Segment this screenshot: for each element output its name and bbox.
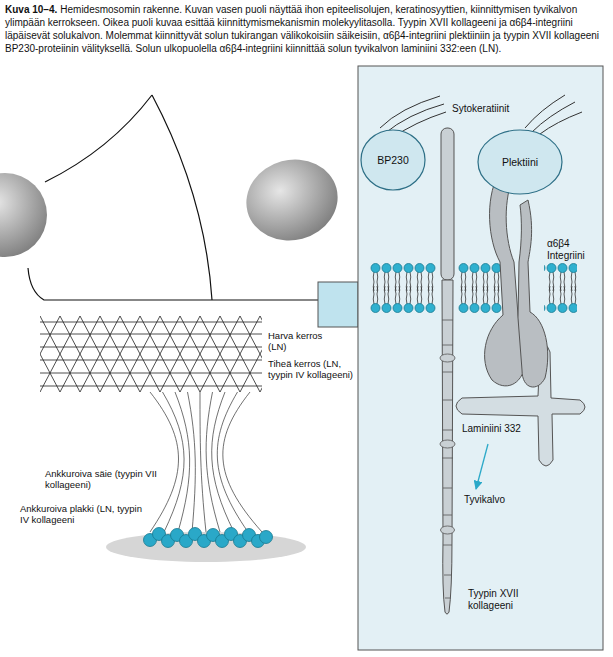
label-slot: Tiheä kerros (LN, tyypin IV kollageeni) — [268, 358, 354, 381]
part-label: Tyypin XVII kollageeni — [468, 588, 533, 612]
part-label: Ankkuroiva säie (tyypin VII kollageeni) — [45, 468, 170, 491]
cell-nucleus — [237, 149, 347, 250]
molecular-panel — [358, 66, 603, 650]
cell-membrane — [152, 95, 212, 300]
label-slot: Ankkuroiva säie (tyypin VII kollageeni) — [45, 468, 170, 491]
caption-text: Hemidesmosomin rakenne. Kuvan vasen puol… — [5, 4, 599, 54]
cell-membrane — [45, 95, 152, 182]
part-label: Harva kerros (LN) — [268, 330, 324, 353]
pointer-arrow — [476, 444, 488, 489]
basal-membrane-line — [28, 268, 358, 300]
basement-membrane-mesh — [40, 316, 262, 392]
label-slot: Tyvikalvo — [464, 494, 524, 506]
part-label: Ankkuroiva plakki (LN, tyypin IV kollage… — [20, 503, 145, 526]
part-label: α6β4 Integriini — [547, 238, 599, 262]
lipid-bilayer — [370, 263, 436, 313]
anchoring-fibrils — [150, 392, 262, 532]
protein-name: Plektiini — [502, 156, 538, 169]
part-label: Sytokeratiinit — [452, 103, 532, 115]
label-slot: Laminiini 332 — [462, 423, 537, 435]
label-slot: Tyypin XVII kollageeni — [468, 588, 533, 612]
protein-ellipse — [478, 130, 562, 194]
part-label: Tyvikalvo — [464, 494, 524, 506]
lipid-bilayer — [458, 263, 502, 313]
zoom-box — [318, 282, 358, 327]
label-slot: α6β4 Integriini — [547, 238, 599, 262]
protein-circle: BP230 — [360, 129, 426, 191]
cell-nucleus — [0, 173, 47, 257]
part-label: Laminiini 332 — [462, 423, 537, 435]
label-slot: Ankkuroiva plakki (LN, tyypin IV kollage… — [20, 503, 145, 526]
anchoring-plaque — [106, 532, 306, 562]
figure-title: Kuva 10–4. — [5, 4, 57, 15]
label-slot: Sytokeratiinit — [452, 103, 532, 115]
collagen-xvii — [440, 128, 455, 614]
label-slot: Harva kerros (LN) — [268, 330, 324, 353]
figure-caption: Kuva 10–4.Hemidesmosomin rakenne. Kuvan … — [5, 3, 606, 55]
protein-name: BP230 — [377, 154, 409, 167]
protein-circle: Plektiini — [477, 129, 563, 195]
lipid-bilayer — [544, 263, 577, 313]
protein-ellipse — [361, 130, 425, 190]
integrin-a6b4 — [485, 175, 548, 387]
plaque-molecules — [144, 528, 273, 548]
cytokeratin-filaments — [380, 95, 582, 138]
part-label: Tiheä kerros (LN, tyypin IV kollageeni) — [268, 358, 354, 381]
